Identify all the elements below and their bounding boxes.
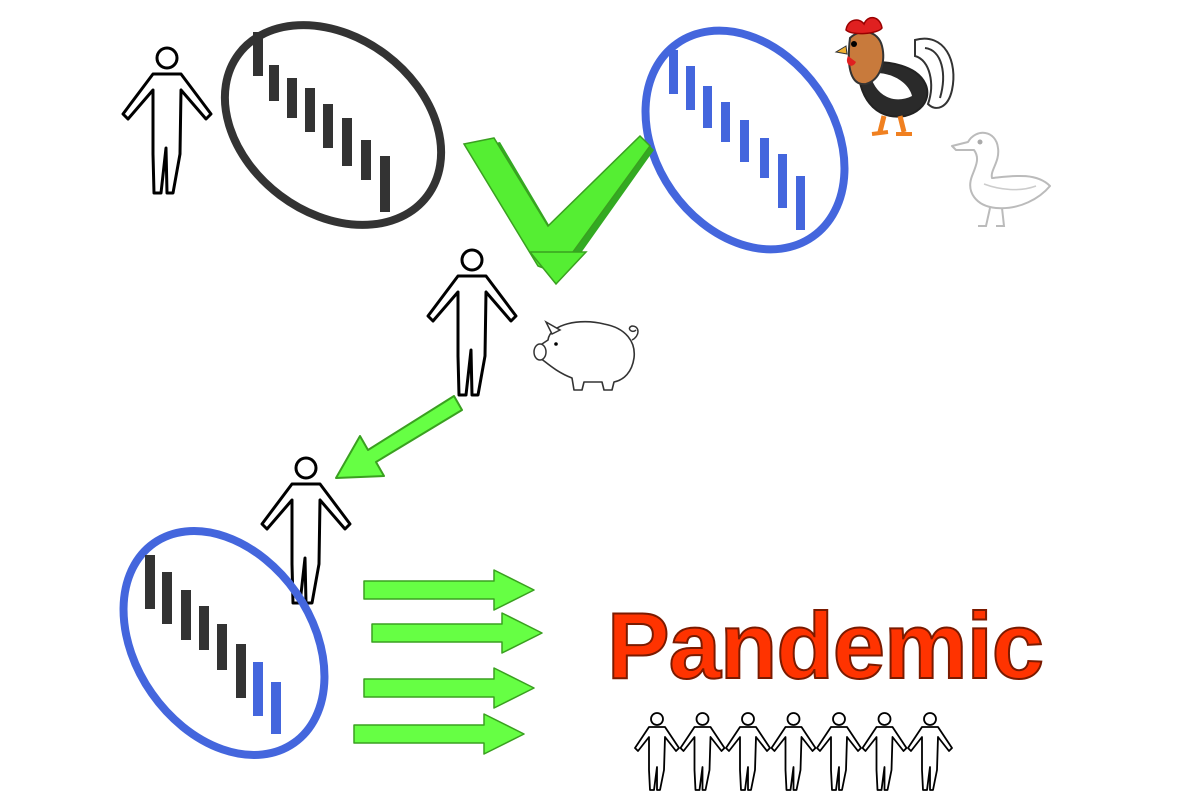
crowd-person-icon (816, 712, 862, 791)
avian-strain-ellipse (641, 26, 849, 254)
crowd-person-icon (679, 712, 726, 791)
human-segment (217, 624, 227, 670)
human-segment (162, 572, 172, 624)
reassortment-check-arrow (462, 134, 654, 286)
avian-segment (253, 662, 263, 716)
transmission-arrow (335, 395, 463, 479)
spread-arrow (371, 612, 543, 654)
human-segment (145, 555, 155, 609)
avian-segment (271, 682, 281, 734)
rooster-icon (834, 16, 955, 136)
human-figure-icon (426, 248, 518, 397)
pandemic-label: Pandemic (606, 593, 1045, 698)
spread-arrow (363, 569, 535, 611)
human-strain-ellipse (220, 21, 446, 229)
crowd-person-icon (907, 712, 953, 791)
spread-arrow (353, 713, 525, 755)
crowd-person-icon (861, 712, 908, 791)
spread-arrows (353, 569, 543, 755)
crowd-icon (634, 712, 953, 791)
spread-arrow (363, 667, 535, 709)
pig-icon (533, 320, 639, 391)
human-segment (236, 644, 246, 698)
crowd-person-icon (725, 712, 771, 791)
human-segment (181, 590, 191, 640)
crowd-person-icon (634, 712, 680, 791)
crowd-person-icon (770, 712, 817, 791)
human-figure-icon (121, 46, 213, 195)
reassortant-strain-ellipse (119, 527, 329, 759)
human-segment (199, 606, 209, 650)
duck-icon (951, 132, 1051, 227)
human-figure-icon (260, 456, 352, 605)
